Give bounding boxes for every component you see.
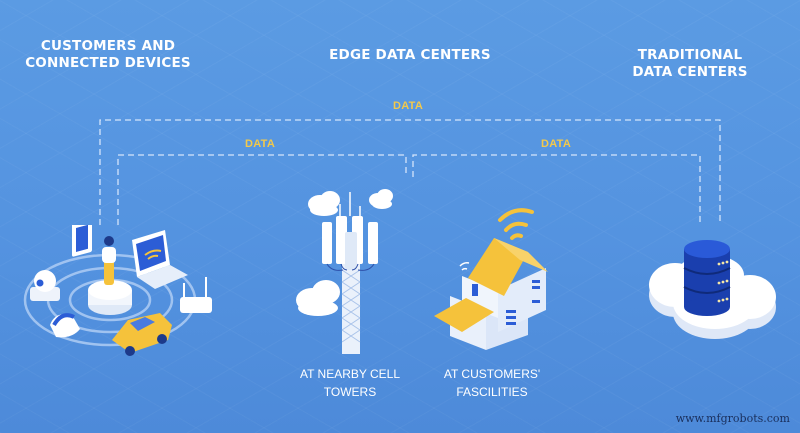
heading-customers-line1: CUSTOMERS AND bbox=[40, 38, 176, 54]
inner-left-data-label: DATA bbox=[245, 138, 276, 150]
outer-data-label: DATA bbox=[393, 100, 424, 112]
heading-traditional-line2: DATA CENTERS bbox=[632, 64, 748, 80]
inner-right-data-label: DATA bbox=[541, 138, 572, 150]
heading-customers: CUSTOMERS AND CONNECTED DEVICES bbox=[18, 38, 198, 72]
database-cloud-icon bbox=[649, 240, 776, 339]
caption-customer-facilities-line1: AT CUSTOMERS' bbox=[443, 367, 541, 381]
cell-tower-icon bbox=[296, 189, 393, 354]
heading-traditional: TRADITIONAL DATA CENTERS bbox=[600, 47, 780, 81]
wifi-icon bbox=[498, 208, 534, 240]
inner-right-data-path bbox=[412, 154, 701, 225]
caption-customer-facilities: AT CUSTOMERS' FASCILITIES bbox=[432, 365, 552, 401]
inner-left-data-path bbox=[117, 154, 407, 225]
heading-customers-line2: CONNECTED DEVICES bbox=[25, 55, 191, 71]
caption-cell-towers: AT NEARBY CELL TOWERS bbox=[290, 365, 410, 401]
caption-cell-towers-line1: AT NEARBY CELL bbox=[299, 367, 401, 381]
heading-edge: EDGE DATA CENTERS bbox=[310, 47, 510, 64]
outer-data-path bbox=[99, 119, 721, 225]
connected-devices-illustration bbox=[23, 225, 212, 356]
heading-traditional-line1: TRADITIONAL bbox=[637, 47, 743, 63]
watermark: www.mfgrobots.com bbox=[675, 412, 790, 425]
heading-edge-text: EDGE DATA CENTERS bbox=[329, 47, 491, 63]
house-icon bbox=[434, 208, 548, 350]
caption-cell-towers-line2: TOWERS bbox=[323, 385, 377, 399]
caption-customer-facilities-line2: FASCILITIES bbox=[456, 385, 528, 399]
cloud-icon bbox=[308, 191, 340, 216]
database-cylinder bbox=[683, 240, 731, 316]
